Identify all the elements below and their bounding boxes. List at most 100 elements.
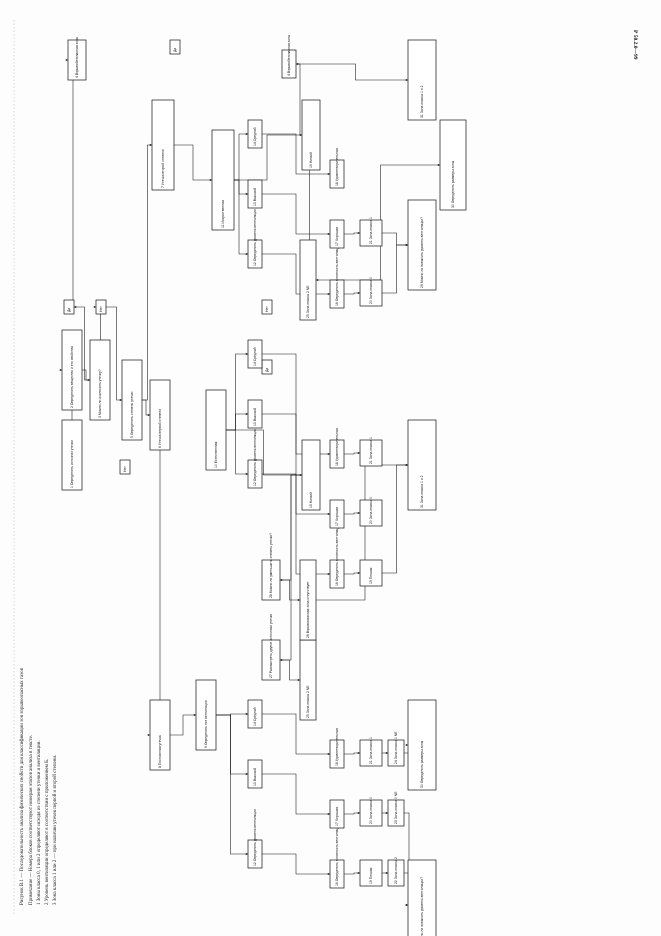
flowchart-node-box [169, 39, 181, 55]
flowchart-node-label: 14 Средний [253, 347, 257, 366]
flow-arrowhead [245, 192, 248, 196]
flowchart-node: 18 Удовлетворительная [329, 428, 345, 469]
flowchart-node: 12 Определить уровень вентиляции [247, 209, 263, 269]
flowchart-node-label: 20 Зона класса 0 [369, 497, 373, 524]
flowchart-node: 3 Можно ли исключить утечку? [89, 339, 111, 421]
flowchart-node: 5 Определить степень утечки [121, 359, 143, 441]
flowchart-node-label: 30 Определить размеры зоны [451, 160, 455, 208]
flowchart-node: 10 Естественная [205, 389, 227, 471]
flowchart-node-box [359, 739, 383, 767]
flowchart-node-box [247, 179, 263, 209]
flowchart-node-box [359, 799, 383, 827]
flow-arrowhead [357, 451, 360, 455]
flowchart-node-box [89, 339, 111, 421]
flowchart-node-label: Да [67, 308, 71, 312]
flowchart-node-box [205, 389, 227, 471]
flowchart-node-label: 14 Средний [253, 127, 257, 146]
flowchart-node-label: 18 Удовлетворительная [335, 728, 339, 766]
flow-arrowhead [245, 132, 248, 136]
flowchart-node-label: 25 Зона класса 2 NE [306, 685, 310, 718]
flowchart-node-box [329, 799, 345, 829]
flowchart-node: 27 Рассмотреть другие источники утечки [261, 614, 281, 681]
flow-arrowhead [327, 572, 330, 576]
flowchart-node-box [407, 699, 437, 791]
flowchart-node: 31 Зона класса 1 и 2 [407, 419, 437, 511]
flowchart-node-label: 10 Естественная [214, 441, 218, 468]
flowchart-node-label: 17 Хорошая [335, 507, 339, 526]
flowchart-node-box [61, 329, 83, 411]
flowchart-node-box [247, 119, 263, 149]
flowchart-node: Нет [119, 459, 131, 475]
flowchart-node: 26 Взрывоопасная зона отсутствует [299, 559, 317, 641]
flowchart-node: 22 Зона класса 2 [387, 857, 405, 887]
flow-arrowhead [385, 871, 388, 875]
flowchart-node: Нет [95, 299, 107, 315]
flowchart-node-label: 18 Удовлетворительная [335, 428, 339, 466]
flowchart-node-box [329, 499, 345, 529]
flow-connector [255, 253, 337, 295]
flow-arrowhead [357, 571, 360, 575]
flowchart-node-box [63, 299, 75, 315]
flowchart-node-box [149, 379, 171, 451]
flowchart-node-label: 29 Можно ли повысить уровень вентиляции? [420, 877, 424, 936]
flowchart-node: 14 Средний [247, 699, 263, 729]
flow-arrowhead [405, 743, 408, 747]
flowchart-node-box [329, 739, 345, 769]
flowchart-node-box [261, 559, 281, 601]
flowchart-node-box [359, 439, 383, 467]
flow-connector [69, 59, 77, 308]
flowchart-node-box [281, 49, 297, 79]
flow-arrowhead [327, 752, 330, 756]
flowchart-node-box [359, 499, 383, 527]
flowchart-node-box [329, 559, 345, 589]
flowchart-node-box [121, 359, 143, 441]
flowchart-node: 29 Можно ли повысить уровень вентиляции? [407, 199, 437, 291]
flowchart-node: Да [169, 39, 181, 55]
flowchart-node-label: 24 Зона класса 1 NE [394, 731, 398, 764]
flowchart-node: 12 Определить уровень вентиляции [247, 809, 263, 869]
flowchart-node-box [329, 159, 345, 189]
figure-caption-note-4: 3 Зона класса 1 или 2 — при наличии утеч… [53, 754, 58, 905]
flow-arrowhead [245, 472, 248, 476]
flow-arrowhead [149, 143, 152, 147]
flowchart-node: 25 Зона класса 2 NE [299, 639, 317, 721]
flow-arrowhead [327, 292, 330, 296]
flowchart-node: 2 Определить вещество и его свойства [61, 329, 83, 411]
flowchart-node: 24 Зона класса 1 NE [387, 731, 405, 767]
figure-caption-title: Рисунок В.1 — Последовательность анализа… [20, 668, 25, 905]
flowchart-node-label: Нет [99, 306, 103, 312]
flow-arrowhead [405, 903, 408, 907]
flowchart-node-label: 21 Зона класса 1 [369, 217, 373, 244]
flowchart-node: 11 Искусственная [211, 129, 235, 231]
flowchart-node: 13 Высокий [247, 759, 263, 789]
flowchart-node: 16 Определить готовность вентиляции [329, 825, 345, 889]
flow-connector [255, 853, 337, 875]
flow-connector [255, 133, 337, 175]
flowchart-node: 7 Утечка второй степени [151, 99, 175, 191]
flowchart-node-box [247, 339, 263, 369]
flow-arrowhead [297, 598, 300, 602]
flow-arrowhead [327, 172, 330, 176]
flow-connector [206, 713, 255, 716]
flowchart-node-label: 15 Низкий [309, 492, 313, 508]
flowchart-node-label: 19 Плохая [369, 867, 373, 884]
flowchart-node-box [247, 699, 263, 729]
flow-arrowhead [357, 871, 360, 875]
flowchart-node-box [151, 99, 175, 191]
flowchart-node-label: Нет [123, 466, 127, 472]
flowchart-node-label: 17 Хорошая [335, 807, 339, 826]
flowchart-node-label: 26 Взрывоопасная зона отсутствует [306, 581, 310, 638]
flowchart-node: 16 Определить готовность вентиляции [329, 525, 345, 589]
flow-connector [289, 63, 422, 81]
flowchart-node: 13 Высокий [247, 399, 263, 429]
flow-arrowhead [245, 712, 248, 716]
flowchart-node-box [61, 419, 83, 491]
flowchart-node-label: 13 Высокий [253, 408, 257, 426]
flowchart-node: 29 Можно ли повысить уровень вентиляции? [407, 859, 437, 936]
flowchart-node-label: 17 Хорошая [335, 227, 339, 246]
flowchart-node-label: 6 Утечка первой степени [158, 409, 162, 448]
flowchart-node-box [359, 279, 383, 307]
flowchart-node-box [67, 39, 87, 81]
flow-arrowhead [93, 305, 96, 309]
flow-arrowhead [385, 811, 388, 815]
